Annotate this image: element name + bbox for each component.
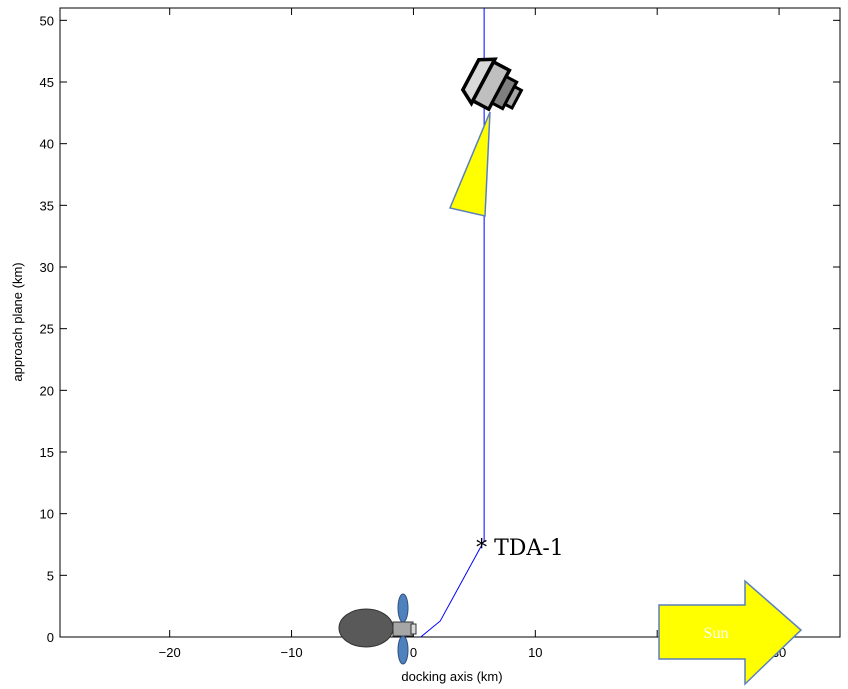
x-tick-label: 10 [528, 645, 542, 660]
sun-label: Sun [704, 625, 729, 642]
y-axis-label: approach plane (km) [10, 262, 25, 381]
sensor-beam-icon [448, 111, 491, 217]
chaser-spacecraft-icon [460, 57, 524, 112]
y-tick-label: 10 [40, 507, 54, 522]
y-tick-label: 40 [40, 137, 54, 152]
x-tick-label: −20 [159, 645, 181, 660]
trajectory-line [420, 8, 485, 638]
x-tick-label: −10 [281, 645, 303, 660]
tda-annotation: * TDA-1 [476, 536, 564, 561]
target-spacecraft-icon [338, 593, 417, 665]
y-tick-label: 15 [40, 445, 54, 460]
y-tick-label: 50 [40, 13, 54, 28]
y-tick-label: 5 [47, 568, 54, 583]
y-tick-label: 35 [40, 198, 54, 213]
x-axis-label: docking axis (km) [401, 669, 502, 684]
y-ticks: 0 5 10 15 20 25 30 35 40 45 50 [40, 13, 840, 645]
y-tick-label: 45 [40, 75, 54, 90]
sun-arrow-icon: Sun [658, 579, 803, 686]
y-tick-label: 25 [40, 322, 54, 337]
y-tick-label: 20 [40, 383, 54, 398]
x-tick-label: 0 [410, 645, 417, 660]
y-tick-label: 0 [47, 630, 54, 645]
y-tick-label: 30 [40, 260, 54, 275]
series-layer [420, 8, 485, 638]
plot-area [59, 7, 841, 638]
